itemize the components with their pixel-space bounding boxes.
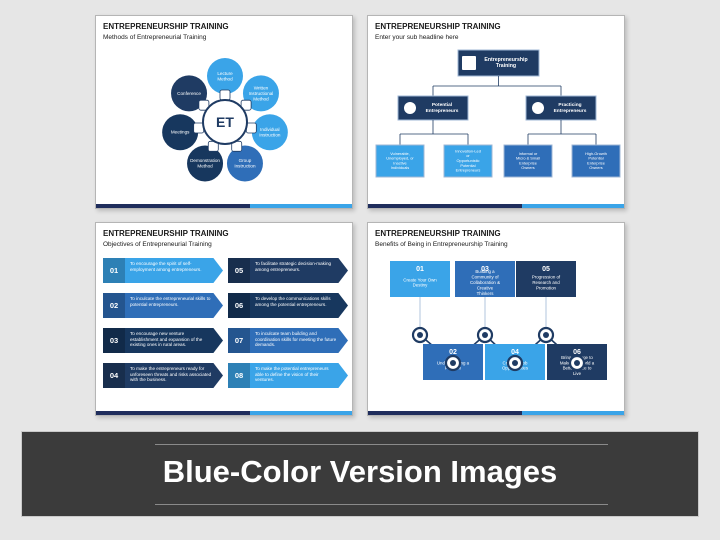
training-icon — [462, 56, 476, 70]
child-box — [503, 144, 553, 178]
child-box — [375, 144, 425, 178]
objective-item: 01 To encourage the spirit of self-employ… — [103, 258, 223, 283]
slide-subtitle: Methods of Entrepreneurial Training — [103, 34, 207, 41]
method-icon — [198, 99, 210, 111]
slide-methods[interactable]: ENTREPRENEURSHIP TRAINING Methods of Ent… — [95, 15, 353, 209]
benefit-box — [516, 261, 576, 297]
benefit-number: 06 — [573, 349, 581, 356]
child-box — [571, 144, 621, 178]
objective-item: 07 To inculcate team building and coordin… — [228, 328, 348, 353]
node-dot — [482, 332, 488, 338]
slide-footer-bar — [96, 411, 352, 415]
benefit-box — [390, 261, 450, 297]
objective-text: To make the potential entrepreneurs able… — [255, 366, 329, 383]
objective-number: 08 — [228, 363, 250, 388]
caption-banner: Blue-Color Version Images — [21, 431, 699, 517]
node-dot — [512, 360, 518, 366]
objective-item: 04 To make the entrepreneurs ready for un… — [103, 363, 223, 388]
objective-number: 01 — [103, 258, 125, 283]
method-circle — [226, 145, 263, 182]
objective-item: 03 To encourage new venture establishment… — [103, 328, 223, 353]
slide-footer-bar — [368, 204, 624, 208]
objective-number: 05 — [228, 258, 250, 283]
objective-text: To make the entrepreneurs ready for unfo… — [130, 366, 212, 383]
center-circle — [202, 99, 248, 145]
slide-subtitle: Enter your sub headline here — [375, 34, 459, 41]
objective-text: To inculcate team building and coordinat… — [255, 331, 337, 348]
method-circle — [162, 114, 199, 151]
node-dot — [543, 332, 549, 338]
method-circle — [242, 75, 279, 112]
method-circle — [187, 145, 224, 182]
divider — [155, 444, 608, 445]
node-dot — [417, 332, 423, 338]
benefit-number: 02 — [449, 349, 457, 356]
slide-hierarchy[interactable]: ENTREPRENEURSHIP TRAINING Enter your sub… — [367, 15, 625, 209]
objective-number: 06 — [228, 293, 250, 318]
person-icon — [404, 102, 416, 114]
objective-number: 03 — [103, 328, 125, 353]
divider — [155, 504, 608, 505]
objective-item: 02 To inculcate the entrepreneurial skill… — [103, 293, 223, 318]
benefit-number: 05 — [542, 266, 550, 273]
objective-text: To encourage new venture establishment a… — [130, 331, 203, 348]
center-label: ET — [216, 114, 234, 130]
slide-footer-bar — [96, 204, 352, 208]
objective-item: 06 To develop the communications skills a… — [228, 293, 348, 318]
benefit-box — [455, 261, 515, 297]
objective-text: To facilitate strategic decision-making … — [255, 261, 332, 272]
objective-number: 02 — [103, 293, 125, 318]
slide-title: ENTREPRENEURSHIP TRAINING — [103, 22, 229, 31]
benefit-number: 04 — [511, 349, 519, 356]
method-icon — [219, 89, 231, 101]
slide-subtitle: Benefits of Being in Entrepreneurship Tr… — [375, 241, 508, 248]
slide-title: ENTREPRENEURSHIP TRAINING — [375, 229, 501, 238]
method-label: Conference — [177, 91, 201, 96]
objective-text: To inculcate the entrepreneurial skills … — [130, 296, 211, 307]
objective-item: 08 To make the potential entrepreneurs ab… — [228, 363, 348, 388]
node-dot — [574, 360, 580, 366]
slide-objectives[interactable]: ENTREPRENEURSHIP TRAINING Objectives of … — [95, 222, 353, 416]
slide-title: ENTREPRENEURSHIP TRAINING — [103, 229, 229, 238]
objective-text: To encourage the spirit of self-employme… — [130, 261, 202, 272]
benefit-number: 03 — [481, 266, 489, 273]
slide-subtitle: Objectives of Entrepreneurial Training — [103, 241, 212, 248]
method-circle — [251, 114, 288, 151]
benefit-number: 01 — [416, 266, 424, 273]
child-box — [443, 144, 493, 178]
person-icon — [532, 102, 544, 114]
slide-footer-bar — [368, 411, 624, 415]
objective-number: 04 — [103, 363, 125, 388]
objective-number: 07 — [228, 328, 250, 353]
objective-item: 05 To facilitate strategic decision-makin… — [228, 258, 348, 283]
method-label: Meetings — [171, 130, 190, 135]
method-circle — [207, 58, 243, 94]
method-icon — [240, 99, 252, 111]
banner-text: Blue-Color Version Images — [162, 454, 558, 489]
slide-title: ENTREPRENEURSHIP TRAINING — [375, 22, 501, 31]
method-circle — [171, 75, 208, 112]
node-dot — [450, 360, 456, 366]
objective-text: To develop the communications skills amo… — [255, 296, 331, 307]
slide-benefits[interactable]: ENTREPRENEURSHIP TRAINING Benefits of Be… — [367, 222, 625, 416]
